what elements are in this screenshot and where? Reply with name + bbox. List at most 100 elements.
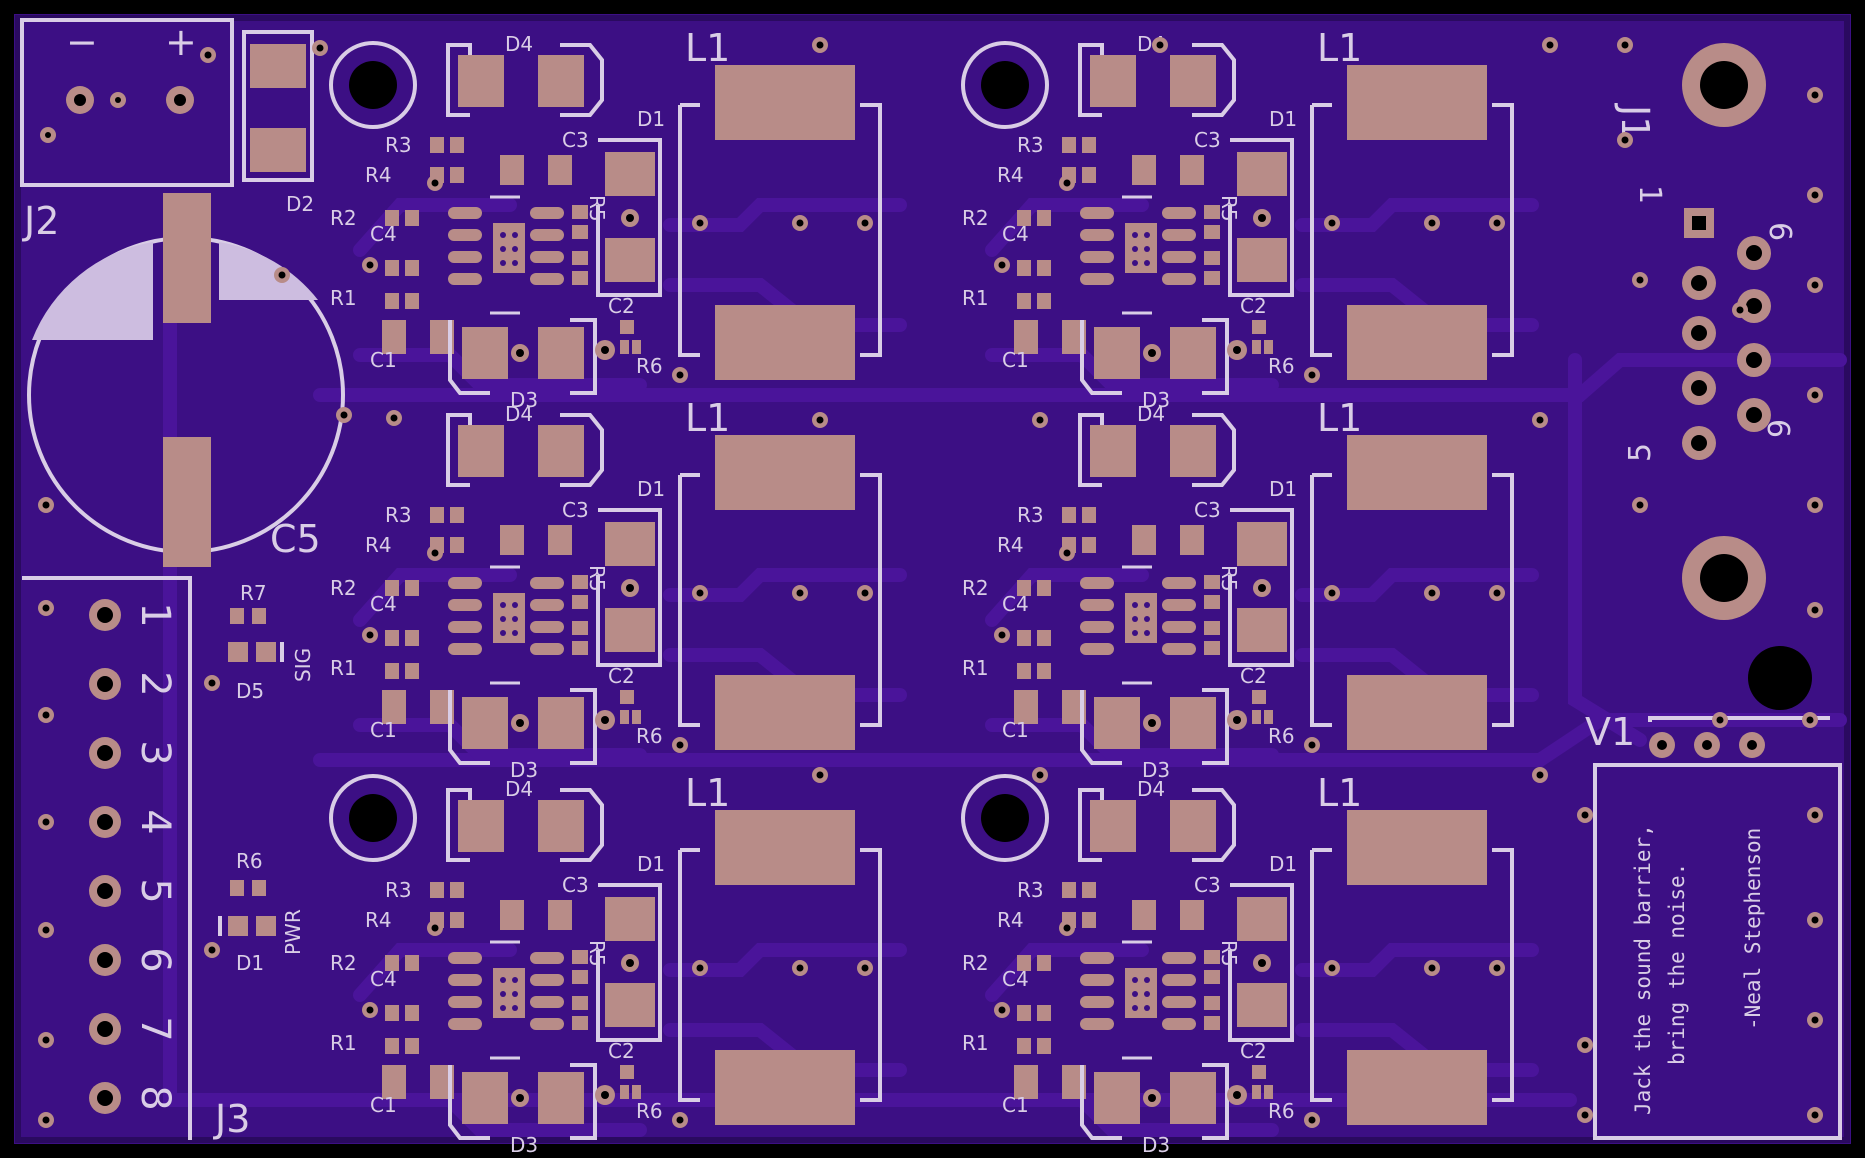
quote-block: Jack the sound barrier, bring the noise.… [1631, 824, 1765, 1115]
channel-1-label-inductor: L1 [685, 26, 730, 70]
channel-6-label-r3: R3 [1017, 878, 1044, 902]
channel-4-label-r1: R1 [962, 656, 989, 680]
pwr-resistor-label: R6 [236, 849, 263, 873]
channel-2-label-c2: C2 [1240, 294, 1267, 318]
header-pin-label-6: 6 [132, 947, 178, 972]
channel-5-label-r5: R5 [585, 940, 609, 967]
channel-2-label-c1: C1 [1002, 348, 1029, 372]
channel-5-label-r3: R3 [385, 878, 412, 902]
channel-2-label-r3: R3 [1017, 133, 1044, 157]
db9-j1: J1 1 6 5 9 [1613, 43, 1812, 710]
channel-6-label-r4: R4 [997, 908, 1024, 932]
pwr-text-label: PWR [281, 909, 305, 955]
channel-5-label-r2: R2 [330, 951, 357, 975]
channel-3-label-r1: R1 [330, 656, 357, 680]
channel-3-label-c2: C2 [608, 664, 635, 688]
header-ref-label: J3 [213, 1097, 250, 1141]
channel-3-label-r6: R6 [636, 724, 663, 748]
regulator-ref-label: V1 [1585, 710, 1635, 754]
channel-5-label-d3: D3 [510, 1133, 538, 1157]
channel-1-label-c4: C4 [370, 222, 397, 246]
channel-4-label-c4: C4 [1002, 592, 1029, 616]
header-pin-label-8: 8 [132, 1085, 178, 1110]
channel-2-label-d3: D3 [1142, 388, 1170, 412]
channel-1-label-d4: D4 [505, 32, 533, 56]
db9-pin1-label: 1 [1632, 185, 1667, 204]
channel-2-label-r5: R5 [1217, 195, 1241, 222]
quote-author: -Neal Stephenson [1741, 828, 1765, 1030]
channel-3-label-c1: C1 [370, 718, 397, 742]
channel-1-label-c1: C1 [370, 348, 397, 372]
channel-3-label-r5: R5 [585, 565, 609, 592]
vias-layer [38, 37, 1823, 1128]
quote-line-1: Jack the sound barrier, [1631, 824, 1655, 1115]
channel-1-label-d3: D3 [510, 388, 538, 412]
mounting-holes [329, 41, 1049, 862]
diode-d2-label: D2 [286, 192, 314, 216]
diode-d2: D2 [242, 30, 314, 216]
channel-5-label-c2: C2 [608, 1039, 635, 1063]
channel-6-label-c2: C2 [1240, 1039, 1267, 1063]
jack-minus-label: − [66, 20, 98, 64]
db9-pin9-label: 9 [1763, 419, 1798, 438]
channel-2-label-r4: R4 [997, 163, 1024, 187]
channel-3-label-d4: D4 [505, 402, 533, 426]
pwr-led-label: D1 [236, 951, 264, 975]
channel-5-label-c3: C3 [562, 873, 589, 897]
header-pin-label-2: 2 [132, 671, 178, 696]
channel-5-label-r6: R6 [636, 1099, 663, 1123]
channel-4-label-d1: D1 [1269, 477, 1297, 501]
channel-6-label-r2: R2 [962, 951, 989, 975]
channel-2-label-r1: R1 [962, 286, 989, 310]
sig-indicator: R7 D5 SIG [228, 581, 315, 703]
capacitor-c5-label: C5 [270, 517, 321, 561]
channel-6-label-r1: R1 [962, 1031, 989, 1055]
channel-3-label-d1: D1 [637, 477, 665, 501]
header-pin-label-1: 1 [132, 602, 178, 627]
channel-2-label-r2: R2 [962, 206, 989, 230]
channel-4-label-c1: C1 [1002, 718, 1029, 742]
channel-4-label-d4: D4 [1137, 402, 1165, 426]
channel-2-label-inductor: L1 [1317, 26, 1362, 70]
header-pin-label-3: 3 [132, 740, 178, 765]
channel-4-label-r6: R6 [1268, 724, 1295, 748]
channel-3-label-c4: C4 [370, 592, 397, 616]
channel-1-label-c3: C3 [562, 128, 589, 152]
channel-3-label-r4: R4 [365, 533, 392, 557]
channel-1-label-r3: R3 [385, 133, 412, 157]
pwr-indicator: R6 D1 PWR [218, 849, 305, 975]
channel-3-label-r2: R2 [330, 576, 357, 600]
channel-3-label-d3: D3 [510, 758, 538, 782]
channel-6-label-d4: D4 [1137, 777, 1165, 801]
channel-2-label-c4: C4 [1002, 222, 1029, 246]
jack-ref-label: J2 [22, 199, 59, 243]
channel-1-label-r2: R2 [330, 206, 357, 230]
channel-2-label-r6: R6 [1268, 354, 1295, 378]
channel-4-label-r2: R2 [962, 576, 989, 600]
quote-line-2: bring the noise. [1665, 863, 1689, 1065]
capacitor-c5: C5 [27, 193, 345, 567]
channel-1-label-r6: R6 [636, 354, 663, 378]
db9-pin5-label: 5 [1623, 443, 1658, 462]
channel-1-label-r4: R4 [365, 163, 392, 187]
channel-5-label-r1: R1 [330, 1031, 357, 1055]
channel-2-label-d1: D1 [1269, 107, 1297, 131]
channel-4-label-r4: R4 [997, 533, 1024, 557]
sig-text-label: SIG [291, 648, 315, 682]
channel-6-label-c1: C1 [1002, 1093, 1029, 1117]
header-pin-label-4: 4 [132, 809, 178, 834]
channel-5-label-c4: C4 [370, 967, 397, 991]
channel-5-label-d4: D4 [505, 777, 533, 801]
channel-5-label-d1: D1 [637, 852, 665, 876]
channel-4-label-c3: C3 [1194, 498, 1221, 522]
sig-led-label: D5 [236, 679, 264, 703]
header-pin-label-7: 7 [132, 1016, 178, 1041]
channel-1-label-r5: R5 [585, 195, 609, 222]
channel-6-label-d3: D3 [1142, 1133, 1170, 1157]
channel-4-label-r5: R5 [1217, 565, 1241, 592]
db9-pin6-label: 6 [1762, 222, 1797, 241]
sig-resistor-label: R7 [240, 581, 267, 605]
channel-6-label-c3: C3 [1194, 873, 1221, 897]
